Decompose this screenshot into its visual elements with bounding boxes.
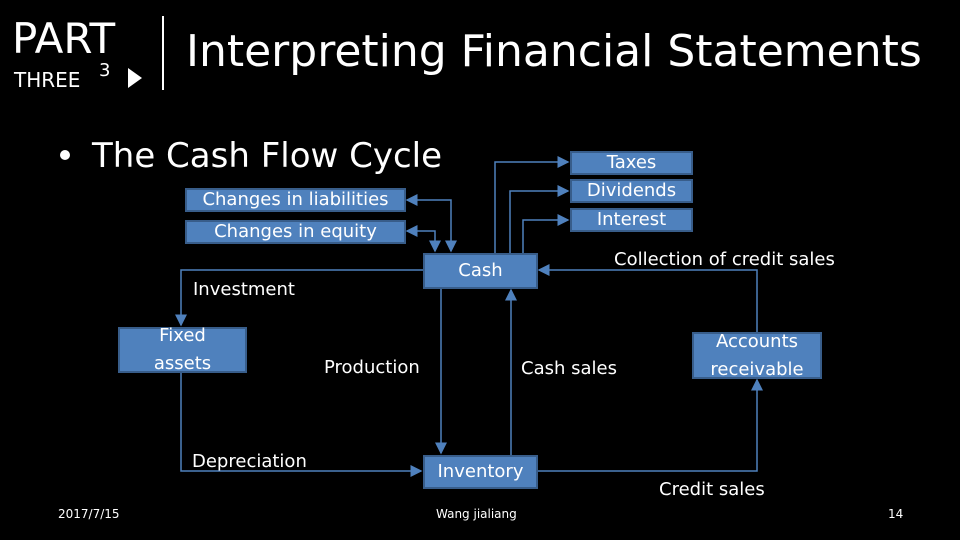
fixed-assets-box: Fixed assets — [118, 325, 247, 374]
interest-box: Interest — [570, 208, 693, 232]
footer-author: Wang jialiang — [436, 507, 517, 521]
collection-arrow — [537, 264, 758, 332]
interest-arrow — [522, 214, 570, 253]
liabilities-arrow — [405, 194, 457, 253]
dividends-arrow — [509, 185, 570, 253]
liabilities-box: Changes in liabilities — [185, 188, 406, 212]
footer-date: 2017/7/15 — [58, 507, 120, 521]
taxes-box: Taxes — [570, 151, 693, 175]
title-divider — [162, 16, 164, 90]
investment-label: Investment — [193, 279, 295, 300]
production-label: Production — [324, 357, 420, 378]
page-title: Interpreting Financial Statements — [186, 26, 922, 77]
depreciation-arrow — [180, 372, 423, 477]
equity-box: Changes in equity — [185, 220, 406, 244]
credit-sales-arrow — [537, 378, 763, 472]
three-label: THREE — [14, 68, 81, 92]
inventory-box: Inventory — [423, 455, 538, 489]
taxes-arrow — [494, 156, 570, 253]
part-number: 3 — [99, 60, 111, 81]
page-number: 14 — [888, 507, 904, 521]
dividends-box: Dividends — [570, 179, 693, 203]
play-icon — [128, 68, 142, 88]
receivable-box: Accounts receivable — [692, 331, 822, 380]
depreciation-label: Depreciation — [192, 451, 307, 472]
bullet-heading: The Cash Flow Cycle — [92, 136, 443, 176]
collection-label: Collection of credit sales — [614, 249, 835, 270]
cash-box: Cash — [423, 253, 538, 289]
cash-sales-label: Cash sales — [521, 358, 617, 379]
bullet-dot — [60, 150, 70, 160]
equity-arrow — [405, 225, 441, 253]
part-label: PART — [12, 14, 116, 63]
credit-sales-label: Credit sales — [659, 479, 765, 500]
investment-arrow — [175, 269, 423, 327]
